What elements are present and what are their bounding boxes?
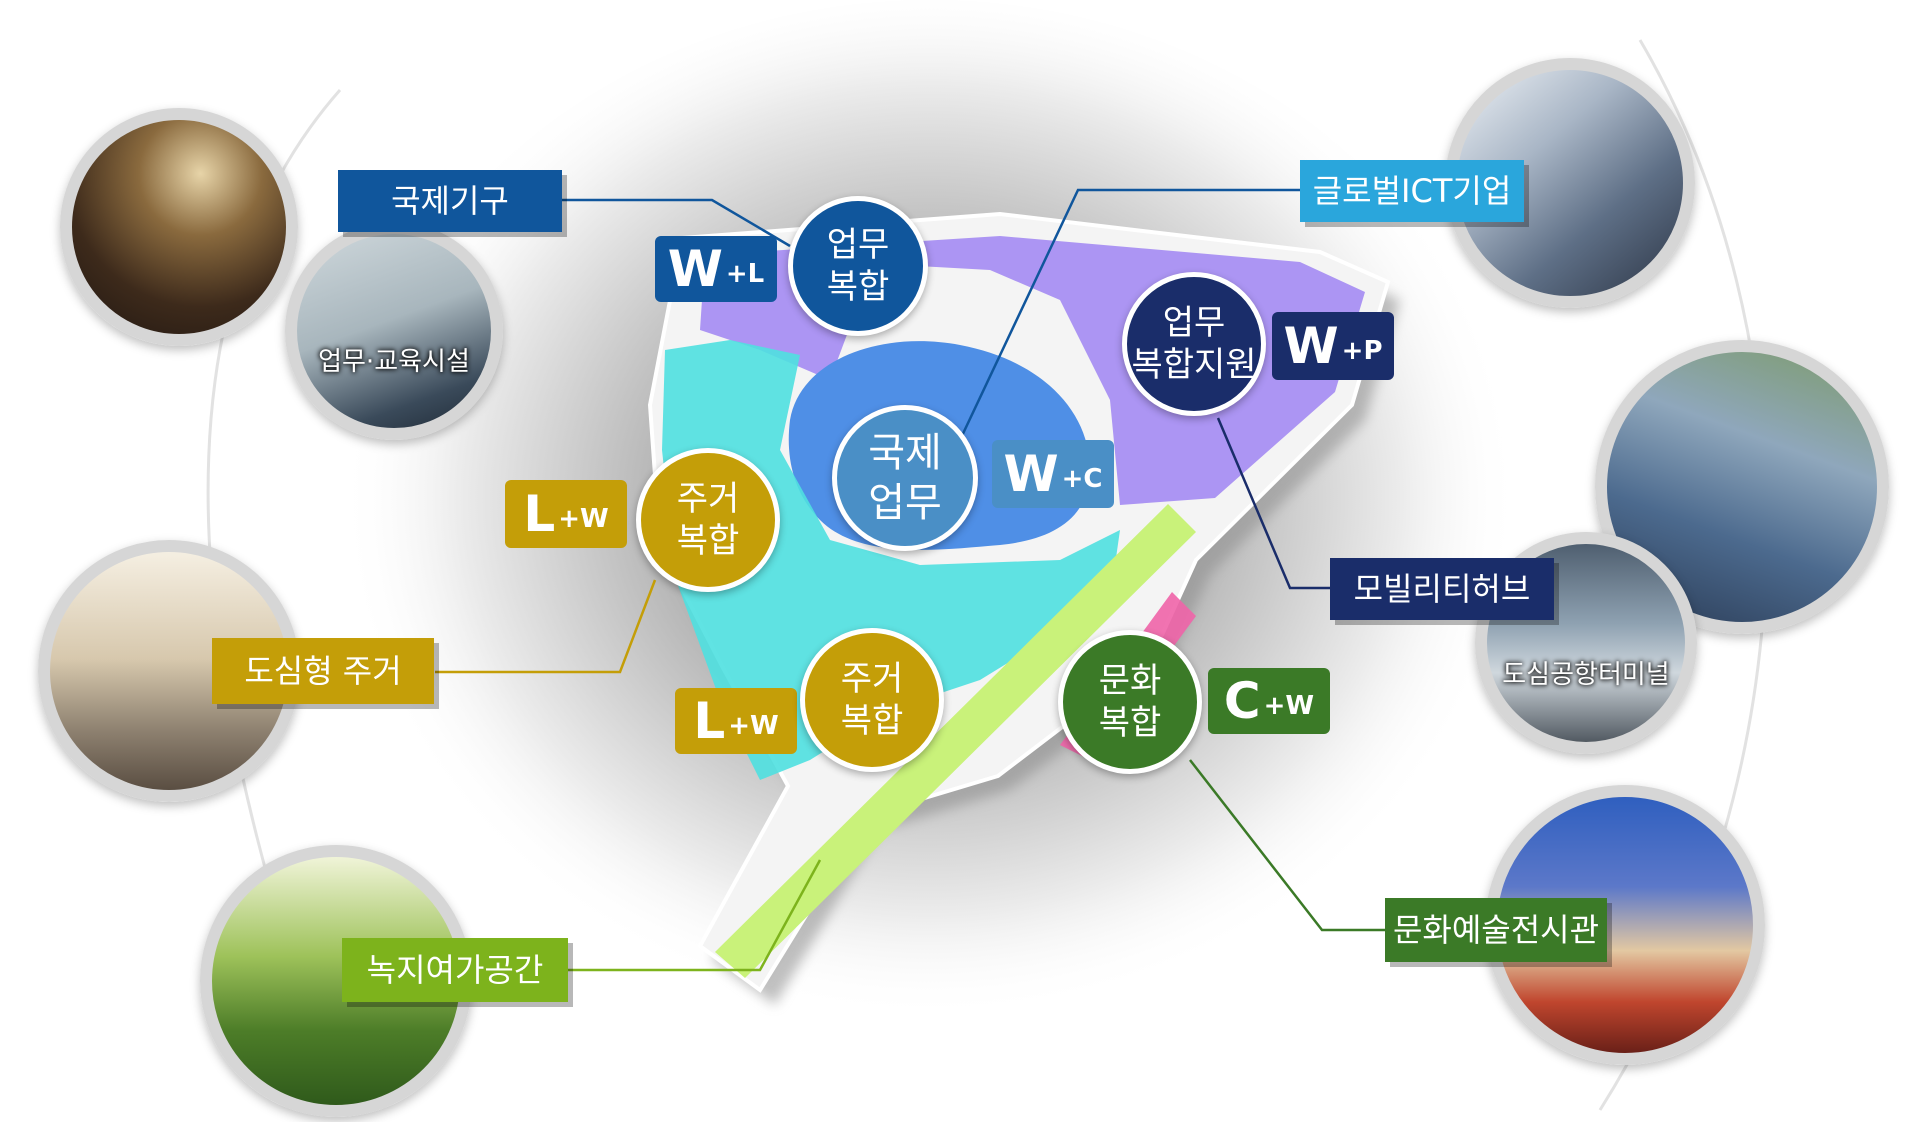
zone-biz-support: 업무 복합지원 [1122, 272, 1266, 416]
code-w-c-sub: +C [1061, 464, 1103, 494]
airport-terminal-caption: 도심공항터미널 [1502, 659, 1670, 690]
zone-culture-complex-line2: 복합 [1098, 703, 1162, 743]
zone-intl-business: 국제 업무 [832, 405, 978, 551]
edu-facility-caption: 업무·교육시설 [318, 346, 470, 377]
conference-photo [60, 108, 298, 346]
code-w-p-sub: +P [1341, 336, 1383, 366]
urban-housing-label: 도심형 주거 [212, 638, 434, 704]
code-w-l: W+L [655, 236, 777, 302]
code-w-p: W+P [1272, 312, 1394, 380]
code-w-l-main: W [667, 240, 723, 298]
code-l-w-lower: L+W [675, 688, 797, 754]
mobility-hub-label: 모빌리티허브 [1330, 558, 1554, 620]
training-photo: 업무·교육시설 [285, 222, 503, 440]
intl-org-label: 국제기구 [338, 170, 562, 232]
zone-biz-complex-line1: 업무 [826, 224, 890, 265]
zone-residential-upper-line2: 복합 [676, 521, 740, 561]
code-c-w: C+W [1208, 668, 1330, 734]
zone-intl-business-line2: 업무 [868, 480, 942, 526]
connector-green-leisure [568, 859, 822, 972]
zone-residential-lower-line2: 복합 [840, 701, 904, 741]
global-ict-label: 글로벌ICT기업 [1300, 160, 1524, 222]
code-l-w-upper-main: L [523, 485, 556, 543]
zone-residential-lower-line1: 주거 [840, 658, 904, 699]
code-c-w-sub: +W [1263, 691, 1315, 721]
code-l-w-lower-main: L [693, 692, 726, 750]
connector-urban-housing [435, 579, 657, 674]
code-c-w-main: C [1223, 672, 1261, 730]
arts-hall-label: 문화예술전시관 [1385, 898, 1607, 962]
code-w-c: W+C [992, 440, 1114, 508]
zone-biz-support-line2: 복합지원 [1131, 345, 1257, 385]
zone-culture-complex-line1: 문화 [1098, 660, 1162, 701]
zone-residential-upper: 주거 복합 [636, 448, 780, 592]
code-l-w-upper: L+W [505, 480, 627, 548]
connector-mobility-hub [1216, 417, 1330, 590]
zone-residential-lower: 주거 복합 [800, 628, 944, 772]
code-l-w-upper-sub: +W [558, 504, 609, 534]
connector-intl-org [562, 198, 791, 248]
code-w-p-main: W [1283, 317, 1339, 375]
zone-intl-business-line1: 국제 [868, 430, 942, 476]
zone-biz-complex-line2: 복합 [826, 267, 890, 307]
code-l-w-lower-sub: +W [728, 711, 779, 741]
code-w-l-sub: +L [725, 259, 765, 289]
zone-biz-support-line1: 업무 [1162, 302, 1226, 343]
zone-residential-upper-line1: 주거 [676, 478, 740, 519]
connector-global-ict [958, 188, 1300, 441]
code-w-c-main: W [1003, 445, 1059, 503]
lime-zone [715, 504, 1196, 978]
cyan-zone [662, 340, 1120, 780]
green-leisure-label: 녹지여가공간 [342, 938, 568, 1002]
connector-arts-hall [1189, 759, 1385, 932]
zone-biz-complex: 업무 복합 [788, 196, 928, 336]
zone-culture-complex: 문화 복합 [1058, 630, 1202, 774]
